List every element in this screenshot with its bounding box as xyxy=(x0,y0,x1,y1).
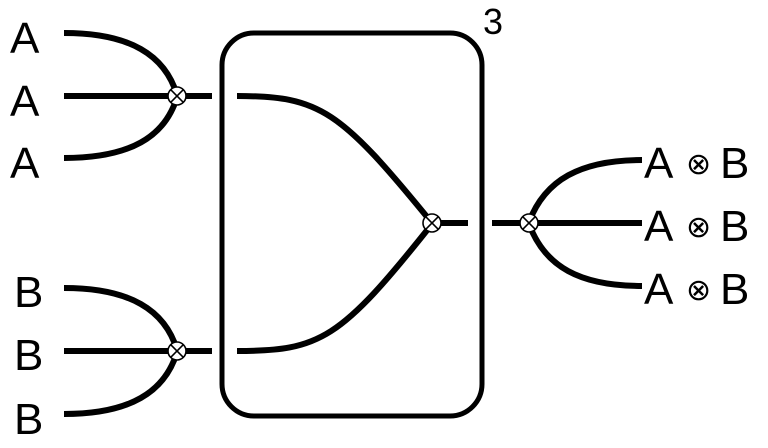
output-wires xyxy=(492,157,643,289)
output-label-1: A ⊗ B xyxy=(644,139,749,188)
input-wires-b xyxy=(63,285,212,417)
tensor-product-icon xyxy=(422,213,442,233)
input-label-b-2: B xyxy=(14,331,43,380)
input-label-a-2: A xyxy=(10,77,40,126)
wire-b-1 xyxy=(63,285,180,351)
output-label-left: A xyxy=(644,265,674,314)
input-label-b-3: B xyxy=(14,395,43,444)
output-label-right: B xyxy=(720,265,749,314)
output-label-3: A ⊗ B xyxy=(644,265,749,314)
wire-out-1 xyxy=(526,157,643,224)
tensor-product-icon xyxy=(519,213,539,233)
multiplicity-box xyxy=(219,30,485,419)
wire-b-3 xyxy=(63,351,180,417)
tensor-product-icon xyxy=(167,86,187,106)
inner-wire-b xyxy=(236,222,435,354)
output-label-2: A ⊗ B xyxy=(644,202,749,251)
input-wires-a xyxy=(63,30,212,161)
output-label-left: A xyxy=(644,139,674,188)
input-label-a-1: A xyxy=(10,14,40,63)
output-label-right: B xyxy=(720,202,749,251)
output-label-tensor: ⊗ xyxy=(686,273,711,308)
output-label-tensor: ⊗ xyxy=(686,147,711,182)
input-label-b-1: B xyxy=(14,268,43,317)
box-multiplicity-label: 3 xyxy=(483,1,503,42)
tensor-product-icon xyxy=(167,341,187,361)
output-label-tensor: ⊗ xyxy=(686,210,711,245)
inner-wire-a xyxy=(236,93,435,225)
output-label-right: B xyxy=(720,139,749,188)
wire-out-3 xyxy=(526,222,643,289)
wire-a-3 xyxy=(63,96,180,161)
input-label-a-3: A xyxy=(10,139,40,188)
output-label-left: A xyxy=(644,202,674,251)
wire-a-1 xyxy=(63,30,180,96)
